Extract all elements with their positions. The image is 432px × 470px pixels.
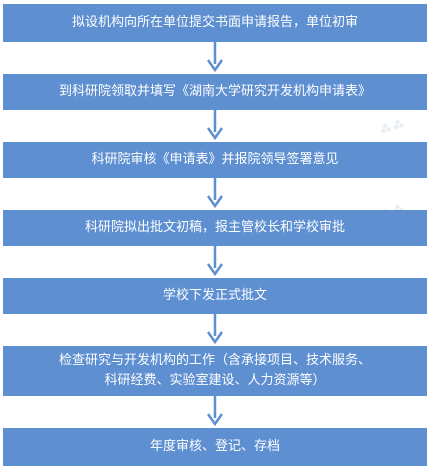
step-4-box: 科研院拟出批文初稿，报主管校长和学校审批 xyxy=(3,210,427,246)
watermark-mark: ⁂⁂ xyxy=(378,116,408,137)
arrow-down-icon xyxy=(206,246,224,277)
step-7-label: 年度审核、登记、存档 xyxy=(149,439,280,454)
step-5-label: 学校下发正式批文 xyxy=(162,288,267,303)
arrow-down-icon xyxy=(206,42,224,73)
step-7-box: 年度审核、登记、存档 xyxy=(3,428,427,466)
arrow-down-icon xyxy=(206,110,224,141)
step-6-box: 检查研究与开发机构的工作（含承接项目、技术服务、 科研经费、实验室建设、人力资源… xyxy=(3,346,427,396)
step-3-box: 科研院审核《申请表》并报院领导签署意见 xyxy=(3,142,427,178)
arrow-down-icon xyxy=(206,314,224,345)
step-1-box: 拟设机构向所在单位提交书面申请报告，单位初审 xyxy=(3,4,427,42)
step-3-label: 科研院审核《申请表》并报院领导签署意见 xyxy=(91,152,339,167)
step-6-label: 检查研究与开发机构的工作（含承接项目、技术服务、 科研经费、实验室建设、人力资源… xyxy=(58,353,371,388)
step-2-label: 到科研院领取并填写《湖南大学研究开发机构申请表》 xyxy=(58,84,371,99)
step-2-box: 到科研院领取并填写《湖南大学研究开发机构申请表》 xyxy=(3,74,427,110)
step-4-label: 科研院拟出批文初稿，报主管校长和学校审批 xyxy=(84,220,345,235)
arrow-down-icon xyxy=(206,178,224,209)
step-1-label: 拟设机构向所在单位提交书面申请报告，单位初审 xyxy=(71,15,358,30)
step-5-box: 学校下发正式批文 xyxy=(3,278,427,314)
arrow-down-icon xyxy=(206,396,224,427)
